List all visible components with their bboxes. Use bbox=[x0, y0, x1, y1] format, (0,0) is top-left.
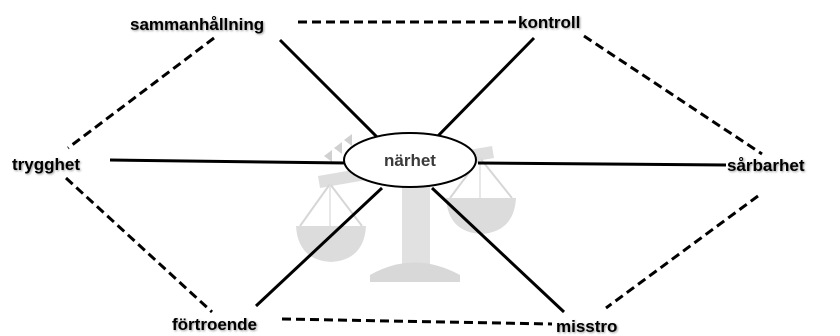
edge-bottom-left bbox=[64, 176, 214, 314]
spoke-top-left bbox=[278, 38, 380, 140]
center-node: närhet bbox=[343, 132, 477, 188]
edge-top-left bbox=[67, 36, 215, 150]
edge-bottom-right bbox=[605, 194, 759, 310]
center-label: närhet bbox=[384, 151, 436, 170]
spoke-left bbox=[109, 158, 347, 165]
spokes bbox=[109, 36, 727, 314]
node-top-right: kontroll bbox=[518, 13, 580, 32]
edge-bottom bbox=[281, 317, 553, 326]
node-bottom-left: förtroende bbox=[172, 315, 257, 334]
edge-top-right bbox=[583, 34, 763, 156]
node-bottom-right: misstro bbox=[556, 317, 617, 336]
spoke-bottom-right bbox=[430, 186, 566, 314]
spoke-top-right bbox=[432, 36, 536, 142]
outer-hexagon bbox=[64, 20, 763, 326]
spoke-bottom-left bbox=[254, 186, 384, 308]
node-left: trygghet bbox=[12, 155, 80, 174]
node-top-left: sammanhållning bbox=[130, 15, 264, 34]
node-right: sårbarhet bbox=[727, 156, 805, 175]
spoke-right bbox=[477, 161, 727, 167]
